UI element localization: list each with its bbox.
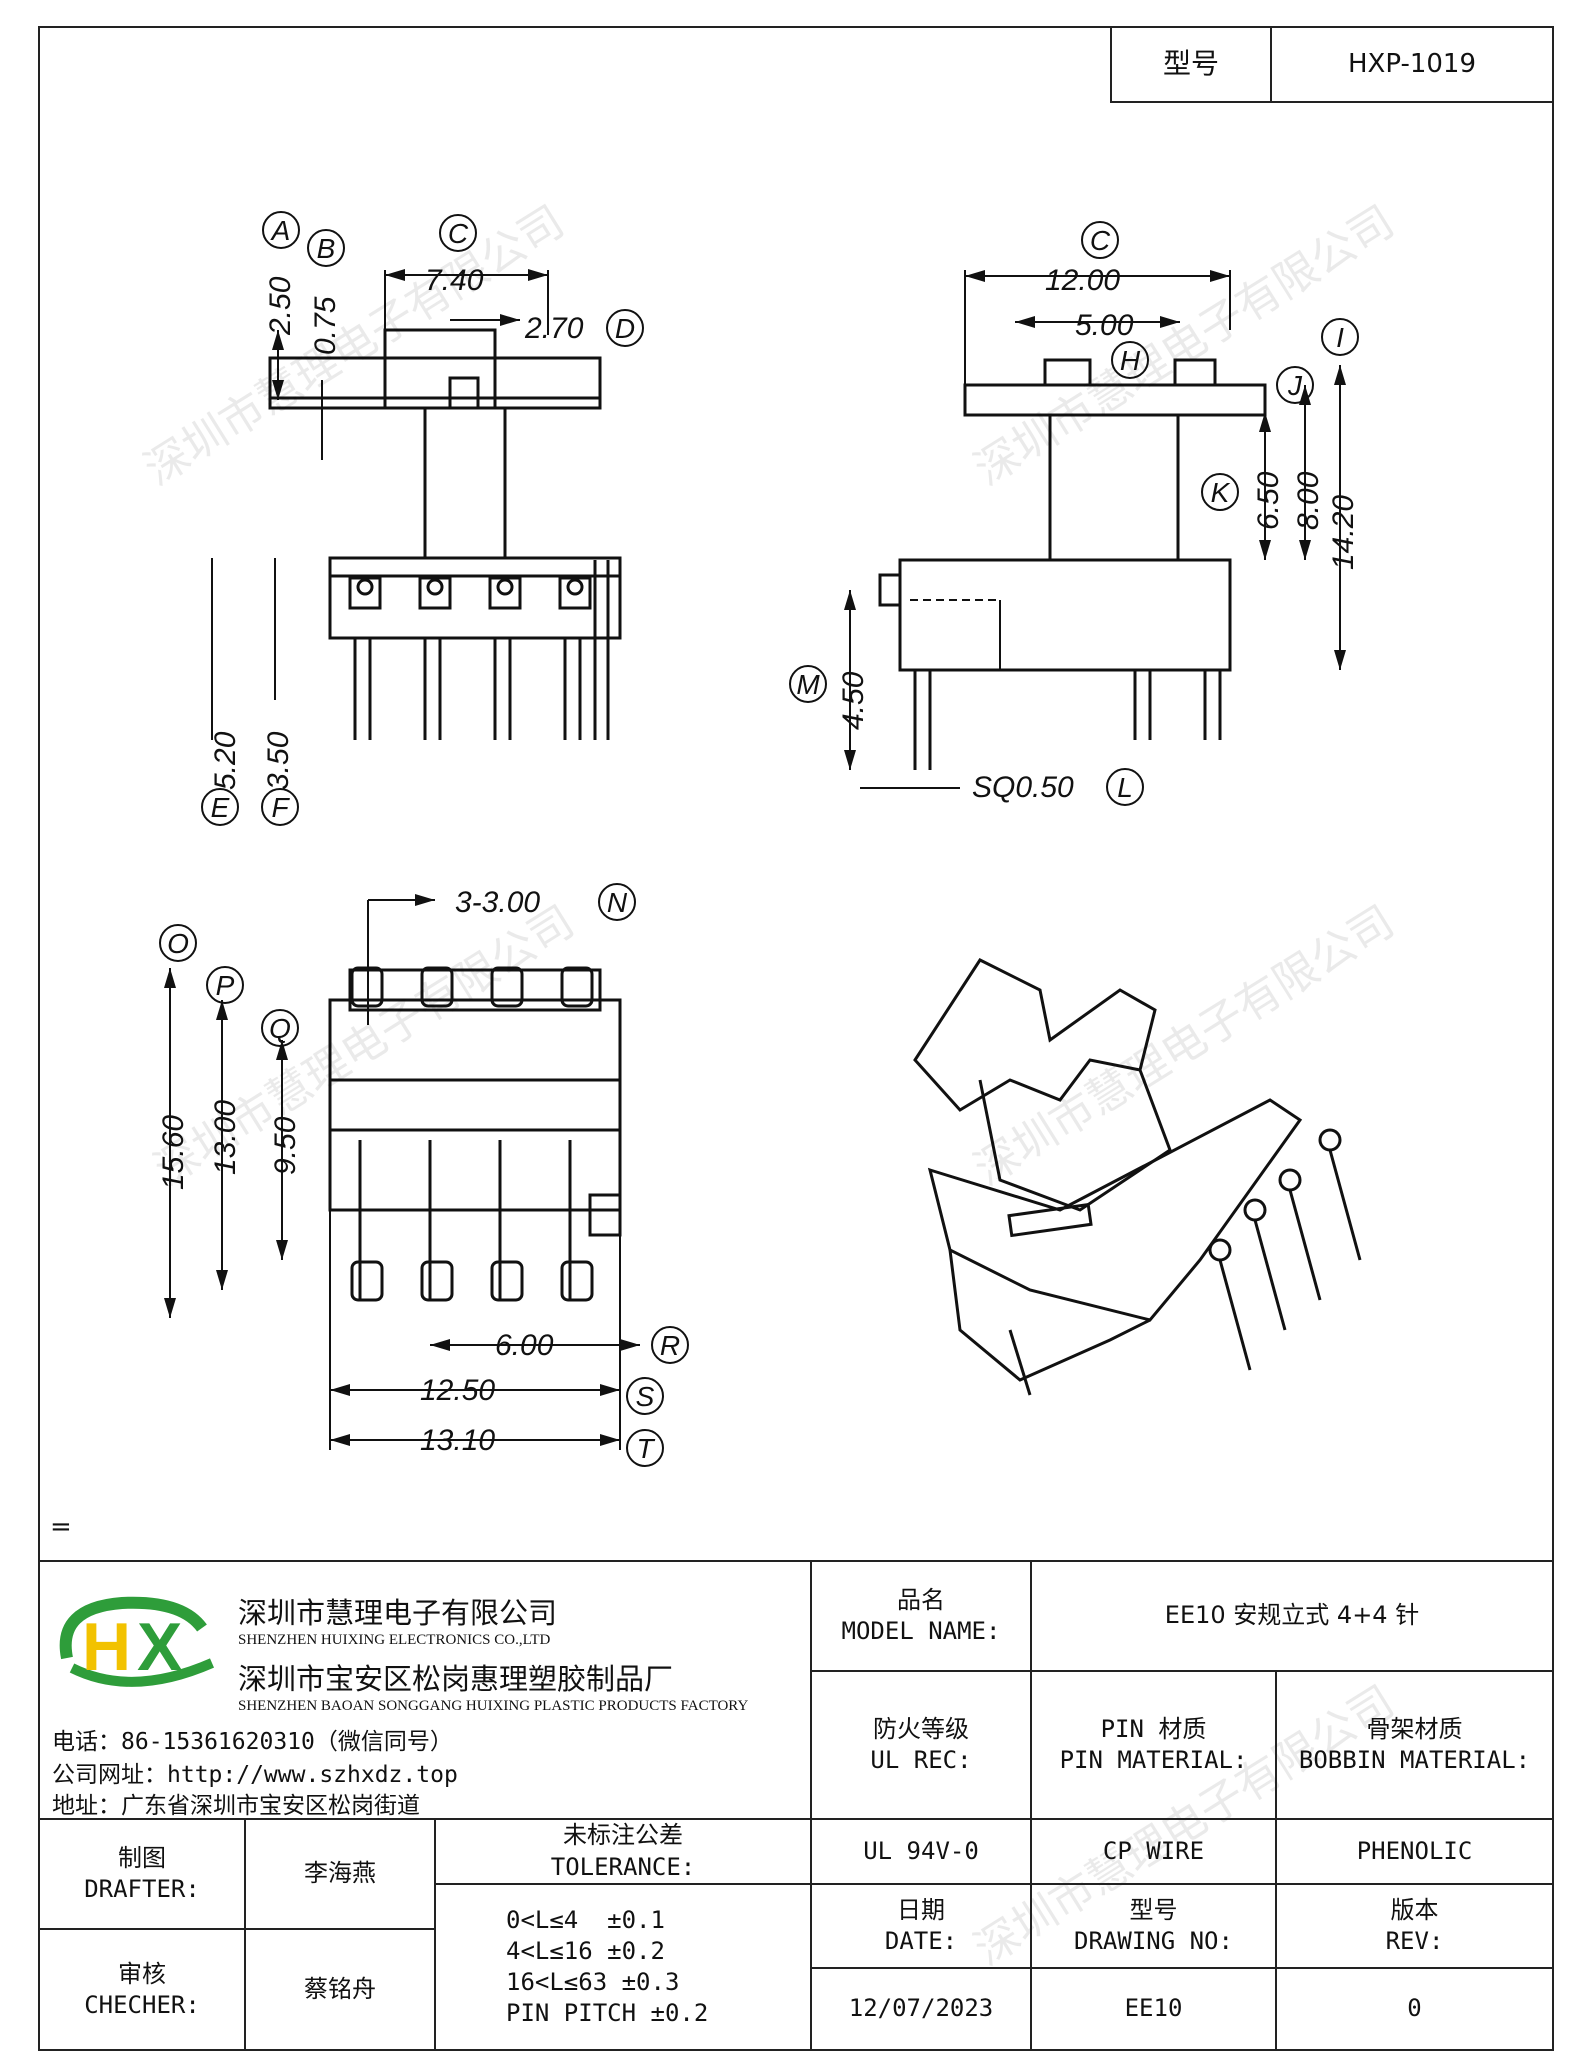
front-view — [211, 269, 622, 740]
dim-front-B: 0.75 — [309, 296, 342, 355]
ul-value: UL 94V-0 — [863, 1836, 979, 1865]
technical-drawing: A B C D E F C H I J K M L N O P Q R S T … — [157, 211, 1362, 1467]
company-name-cn2: 深圳市宝安区松岗惠理塑胶制品厂 — [238, 1662, 674, 1696]
dim-front-E: 5.20 — [209, 731, 242, 790]
dim-bottom-N: 3-3.00 — [455, 886, 540, 919]
letter-H: H — [1120, 345, 1141, 376]
dim-bottom-R: 6.00 — [495, 1329, 554, 1362]
tolerance-line: 0<L≤4 ±0.1 — [506, 1905, 665, 1934]
checker-value: 蔡铭舟 — [304, 1975, 376, 2004]
side-view — [844, 270, 1346, 789]
bobbin-label: 骨架材质 BOBBIN MATERIAL: — [1298, 1714, 1531, 1774]
tolerance-list: 0<L≤4 ±0.1 4<L≤16 ±0.2 16<L≤63 ±0.3 PIN … — [436, 1885, 810, 2049]
dim-bottom-T: 13.10 — [420, 1424, 495, 1457]
dim-bottom-O: 15.60 — [157, 1115, 190, 1190]
bobbin-value: PHENOLIC — [1356, 1836, 1473, 1865]
dim-front-D: 2.70 — [524, 312, 584, 345]
drawing-sheet — [38, 26, 1554, 2051]
company-name-cn1: 深圳市慧理电子有限公司 — [238, 1596, 558, 1630]
letter-S: S — [636, 1381, 655, 1412]
letter-N: N — [607, 887, 628, 918]
letter-F: F — [271, 792, 290, 823]
letter-C2: C — [1090, 225, 1111, 256]
dim-bottom-Q: 9.50 — [269, 1116, 302, 1175]
letter-J: J — [1287, 370, 1303, 401]
rev-label: 版本 REV: — [1385, 1895, 1444, 1955]
dim-side-H: 5.00 — [1075, 309, 1134, 342]
svg-text:H: H — [82, 1609, 131, 1685]
drawing-no-label: 型号 DRAWING NO: — [1074, 1895, 1233, 1955]
model-name-value: EE10 安规立式 4+4 针 — [1164, 1601, 1420, 1630]
company-address: 地址：广东省深圳市宝安区松岗街道 — [52, 1793, 420, 1819]
letter-R: R — [660, 1330, 680, 1361]
dim-side-J: 8.00 — [1292, 471, 1325, 530]
header-model-value: HXP-1019 — [1347, 48, 1477, 79]
svg-text:X: X — [137, 1609, 182, 1685]
tolerance-line: PIN PITCH ±0.2 — [506, 1999, 709, 2028]
letter-I: I — [1336, 322, 1344, 353]
isometric-view — [913, 958, 1362, 1396]
drafter-label: 制图 DRAFTER: — [84, 1843, 200, 1903]
company-phone: 电话：86-15361620310（微信同号） — [52, 1729, 453, 1755]
header-model-box: 型号 HXP-1019 — [1110, 26, 1554, 103]
bottom-view — [164, 894, 640, 1450]
dim-bottom-S: 12.50 — [420, 1374, 495, 1407]
dim-side-C: 12.00 — [1045, 264, 1120, 297]
dim-side-M: 4.50 — [837, 671, 870, 730]
header-model-label: 型号 — [1162, 47, 1219, 81]
letter-L: L — [1117, 772, 1133, 803]
tolerance-line: 4<L≤16 ±0.2 — [506, 1936, 665, 1965]
checker-label: 审核 CHECHER: — [84, 1959, 200, 2019]
letter-C: C — [448, 218, 469, 249]
letter-P: P — [216, 970, 235, 1001]
company-website: 公司网址：http://www.szhxdz.top — [52, 1762, 458, 1788]
letter-O: O — [167, 928, 189, 959]
letter-E: E — [211, 792, 230, 823]
pin-label: PIN 材质 PIN MATERIAL: — [1059, 1714, 1248, 1774]
letter-B: B — [317, 233, 336, 264]
rev-value: 0 — [1407, 1994, 1422, 2023]
dim-side-I: 14.20 — [1327, 495, 1360, 570]
letter-T: T — [636, 1433, 655, 1464]
eq-mark: = — [50, 1512, 72, 1542]
dim-side-K: 6.50 — [1252, 471, 1285, 530]
dim-front-C: 7.40 — [425, 264, 484, 297]
tolerance-line: 16<L≤63 ±0.3 — [506, 1968, 680, 1996]
letter-A: A — [270, 215, 291, 246]
dim-bottom-P: 13.00 — [209, 1100, 242, 1175]
letter-K: K — [1211, 477, 1231, 508]
company-logo: H X — [59, 1596, 215, 1687]
letter-M: M — [796, 669, 820, 700]
company-name-en2: SHENZHEN BAOAN SONGGANG HUIXING PLASTIC … — [238, 1698, 749, 1714]
date-value: 12/07/2023 — [848, 1994, 994, 2023]
letter-D: D — [615, 313, 635, 344]
date-label: 日期 DATE: — [884, 1895, 958, 1955]
dim-side-L: SQ0.50 — [972, 771, 1074, 804]
dim-front-A: 2.50 — [264, 276, 297, 336]
company-name-en1: SHENZHEN HUIXING ELECTRONICS CO.,LTD — [238, 1632, 551, 1648]
ul-label: 防火等级 UL REC: — [870, 1714, 972, 1774]
pin-value: CP WIRE — [1102, 1836, 1205, 1865]
tolerance-label: 未标注公差 TOLERANCE: — [550, 1821, 696, 1881]
dim-front-F: 3.50 — [262, 731, 295, 790]
drawing-no-value: EE10 — [1124, 1994, 1183, 2023]
letter-Q: Q — [269, 1013, 291, 1044]
drafter-value: 李海燕 — [304, 1859, 376, 1888]
model-name-label: 品名 MODEL NAME: — [841, 1585, 1001, 1645]
